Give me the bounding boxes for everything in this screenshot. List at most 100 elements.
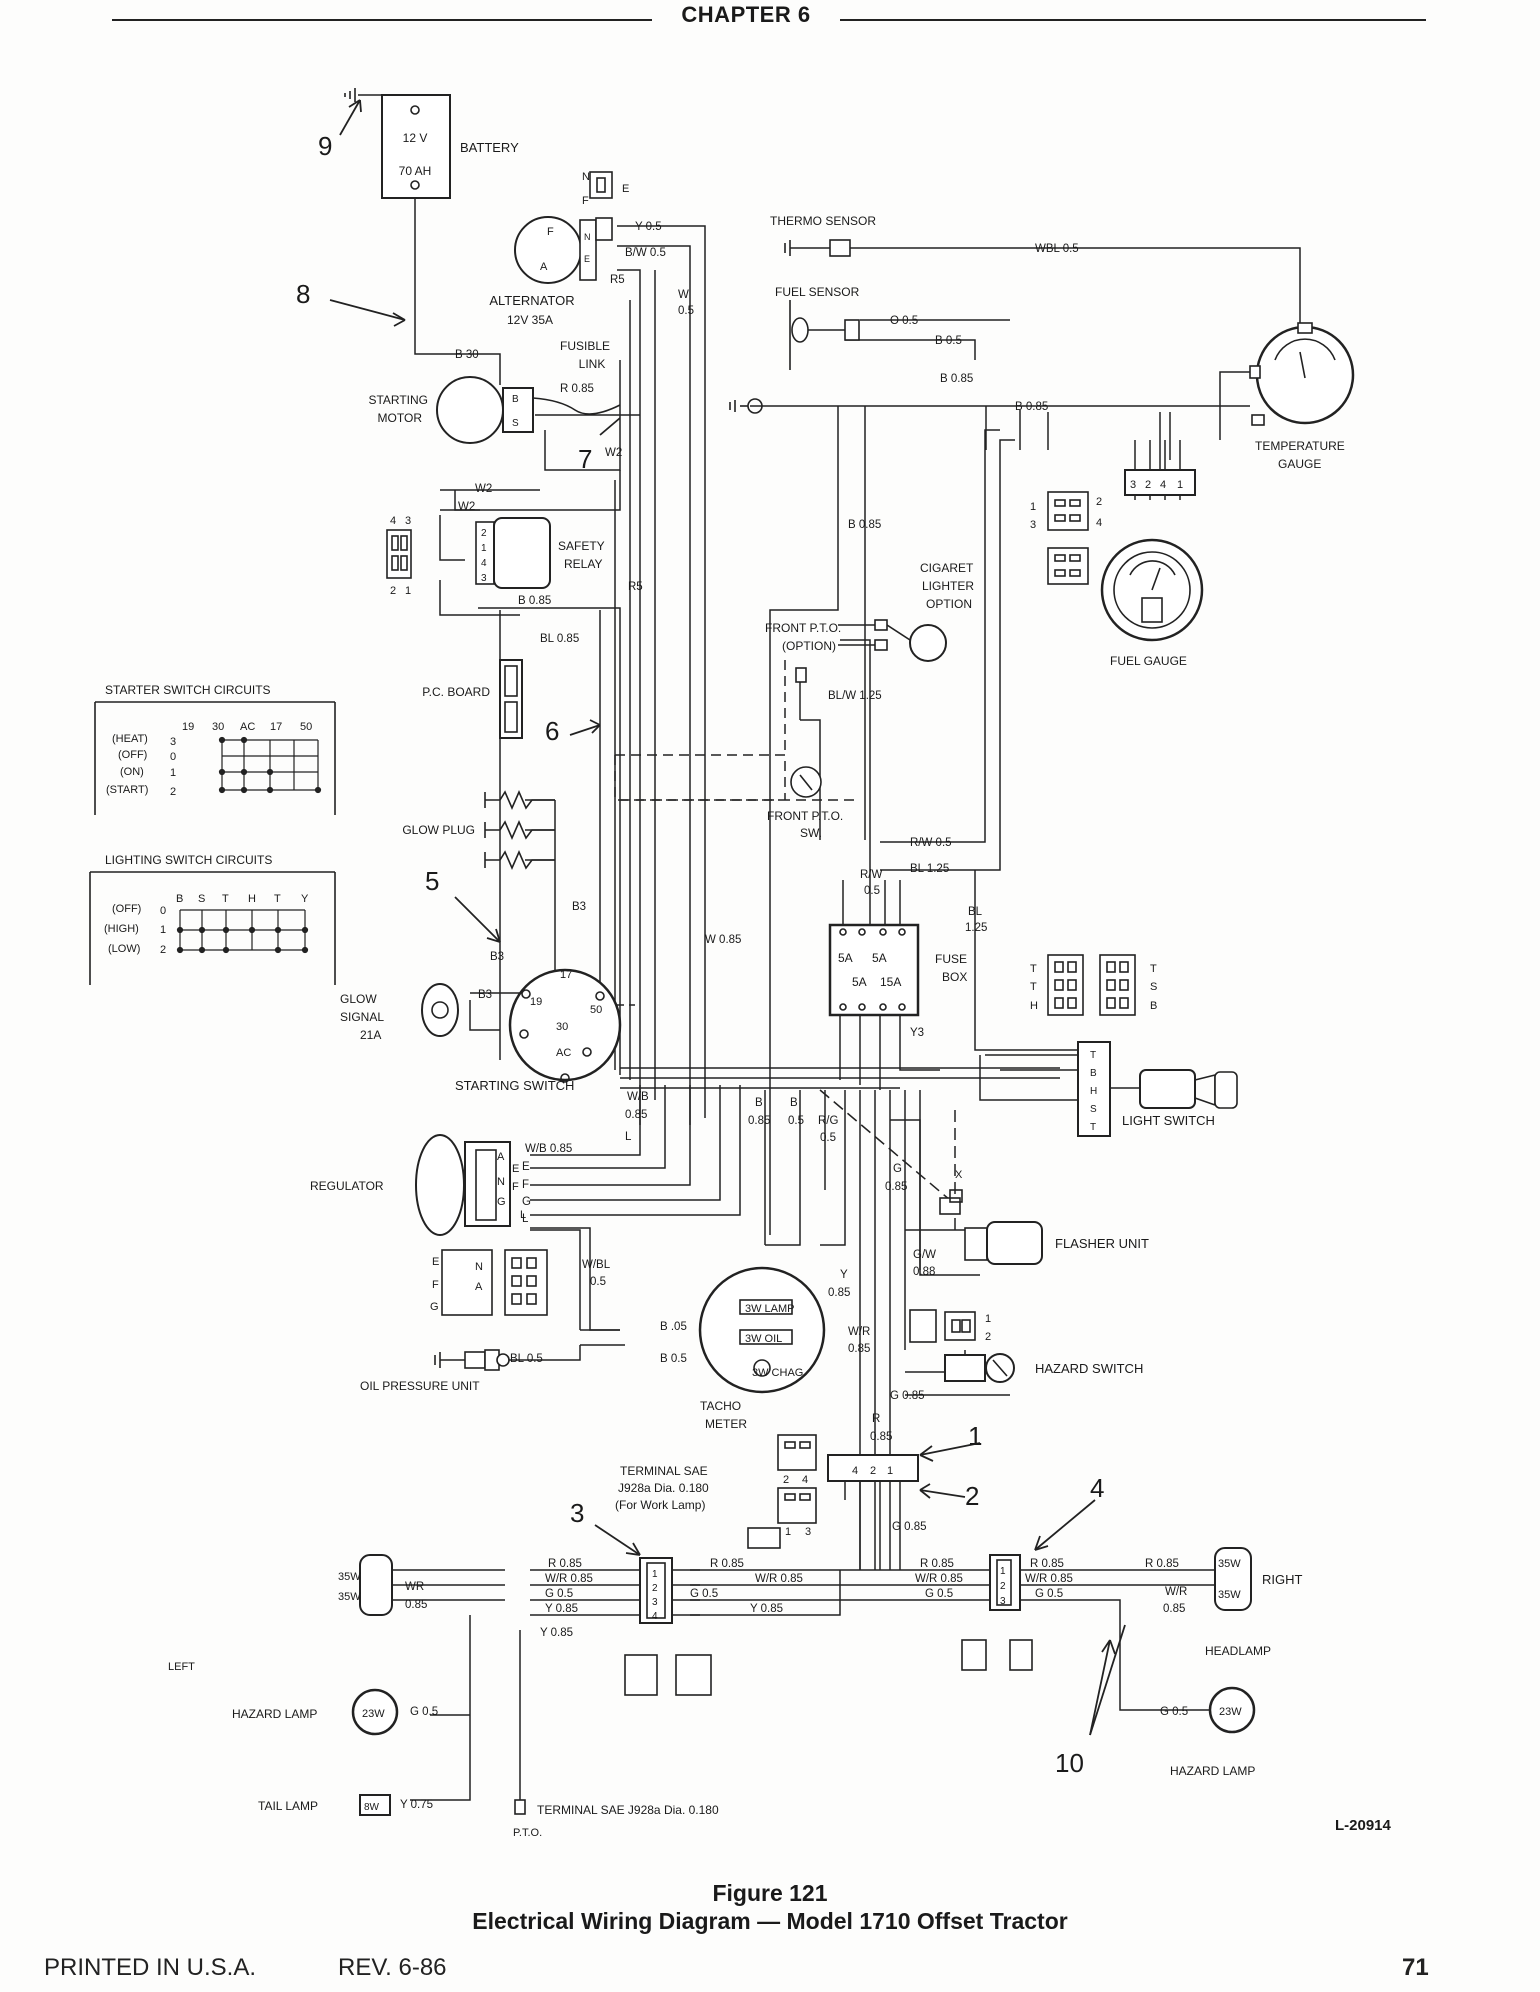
fuse-box-label-1: FUSE [935, 952, 967, 966]
wire-label: 0.5 [864, 885, 880, 897]
lt-row-low-num: 2 [160, 944, 166, 956]
lt-row-high: (HIGH) [104, 923, 139, 935]
temp-conn-4: 4 [1160, 479, 1166, 491]
ls-plug-s: S [1150, 981, 1157, 993]
wire-label: B [755, 1097, 763, 1109]
lighter-label-2: LIGHTER [922, 579, 974, 593]
starter-pin-b: B [512, 394, 519, 405]
left-side-label: LEFT [168, 1661, 195, 1673]
lhl-watt-1: 35W [338, 1571, 361, 1583]
hazard-lamp-right-label: HAZARD LAMP [1170, 1764, 1255, 1778]
wire-label: R [872, 1413, 880, 1425]
st-row-off: (OFF) [118, 749, 147, 761]
wire-label: WR [405, 1581, 424, 1593]
wire-label: 0.85 [828, 1287, 850, 1299]
wire-label: G 0.5 [925, 1588, 953, 1600]
wire-label: G 0.5 [545, 1588, 573, 1600]
alt-pin-f: F [547, 226, 554, 238]
wire-label: B 30 [455, 349, 479, 361]
fuel-conn-2: 2 [1096, 496, 1102, 508]
wire-label: R 0.85 [560, 383, 594, 395]
wire-label: R 0.85 [548, 1558, 582, 1570]
ls-plug-t3: T [1150, 963, 1157, 975]
alt-pin-n: N [584, 232, 591, 242]
st-row-on-num: 1 [170, 767, 176, 779]
c3-pin-3: 3 [652, 1597, 658, 1608]
wire-label: 0.85 [1163, 1603, 1185, 1615]
fuel-sensor: FUEL SENSOR [729, 285, 860, 414]
starter-switch-table: STARTER SWITCH CIRCUITS 19 30 AC 17 50 (… [94, 683, 336, 815]
wire-label: W2 [605, 447, 622, 459]
glow-signal-label-1: GLOW [340, 992, 377, 1006]
starting-switch-label: STARTING SWITCH [455, 1078, 574, 1093]
alternator-label: ALTERNATOR [489, 293, 574, 308]
lt-col-t2: T [274, 893, 281, 905]
headlamp-label: HEADLAMP [1205, 1644, 1271, 1658]
reg-pin-l: L [520, 1209, 526, 1221]
lighter-label-1: CIGARET [920, 561, 974, 575]
wire-label: W/R 0.85 [915, 1573, 963, 1585]
relay-pin-3: 3 [481, 573, 487, 584]
wire-label: 0.85 [405, 1599, 427, 1611]
wire-label: BL 1.25 [910, 863, 949, 875]
reg-pin-a: A [497, 1151, 505, 1163]
connector-3: 1 2 3 4 [624, 1557, 712, 1696]
wire-label: W/R 0.85 [545, 1573, 593, 1585]
c3-pin-4: 4 [652, 1611, 658, 1622]
battery-voltage: 12 V [403, 131, 428, 145]
wire-label: W/R [848, 1326, 870, 1338]
wire-label: B3 [478, 989, 492, 1001]
reg-plug-e: E [432, 1256, 439, 1268]
terminal-work-1: TERMINAL SAE [620, 1464, 708, 1478]
wire-label: R5 [610, 274, 625, 286]
alt-pin-e: E [584, 254, 590, 264]
fuel-gauge-label: FUEL GAUGE [1110, 654, 1187, 668]
callout-1: 1 [968, 1421, 982, 1451]
relay-pin-1: 1 [481, 543, 487, 554]
hazard-pin-1: 1 [985, 1313, 991, 1325]
c4-pin-2: 2 [1000, 1581, 1006, 1592]
right-side-label: RIGHT [1262, 1572, 1303, 1587]
wire-label: W 0.85 [705, 934, 741, 946]
wire-label: WBL 0.5 [1035, 243, 1079, 255]
wire-label: Y3 [910, 1027, 924, 1039]
st-col-50: 50 [300, 721, 312, 733]
starter-grid [218, 736, 322, 794]
wire-label: W/B [627, 1091, 649, 1103]
relay-plug-3: 3 [405, 515, 411, 527]
fuel-conn-4: 4 [1096, 517, 1102, 529]
st-row-on: (ON) [120, 766, 144, 778]
left-headlamp: 35W 35W LEFT [168, 1554, 393, 1673]
pc-board: P.C. BOARD [422, 659, 523, 739]
wire-label: BL [968, 906, 983, 918]
starter-label-2: MOTOR [378, 411, 423, 425]
lt-row-off-num: 0 [160, 905, 166, 917]
fuel-gauge: FUEL GAUGE 1 2 3 4 [1030, 491, 1204, 668]
ls-pin-h: H [1090, 1086, 1097, 1097]
hazard-right-watt: 23W [1219, 1706, 1242, 1718]
c3-pin-1: 1 [652, 1569, 658, 1580]
figure-number: Figure 121 [712, 1880, 828, 1906]
header-rule-right [840, 19, 1426, 21]
c3-pin-2: 2 [652, 1583, 658, 1594]
wire-label: W/R 0.85 [755, 1573, 803, 1585]
glow-signal-label-2: SIGNAL [340, 1010, 384, 1024]
relay-plug-2: 2 [390, 585, 396, 597]
wire-label: W/B 0.85 [525, 1143, 572, 1155]
wire-label: B 0.5 [935, 335, 962, 347]
relay-label-1: SAFETY [558, 539, 605, 553]
st-col-17: 17 [270, 721, 282, 733]
fuel-conn-3: 3 [1030, 519, 1036, 531]
front-pto-label-2: (OPTION) [782, 639, 836, 653]
safety-relay: 2 1 4 3 SAFETY RELAY 4 3 2 1 [386, 515, 605, 597]
wire-label: R/G [818, 1115, 839, 1127]
wire-label: R 0.85 [1145, 1558, 1179, 1570]
tacho-lamp-2: 3W OIL [745, 1333, 782, 1345]
wire-label: 0.85 [885, 1181, 907, 1193]
temp-gauge-label-2: GAUGE [1278, 457, 1321, 471]
relay-plug-4: 4 [390, 515, 396, 527]
callout-7: 7 [578, 444, 592, 474]
pto-sw-label-1: FRONT P.T.O. [767, 809, 843, 823]
connector-4: 1 2 3 [961, 1554, 1033, 1671]
